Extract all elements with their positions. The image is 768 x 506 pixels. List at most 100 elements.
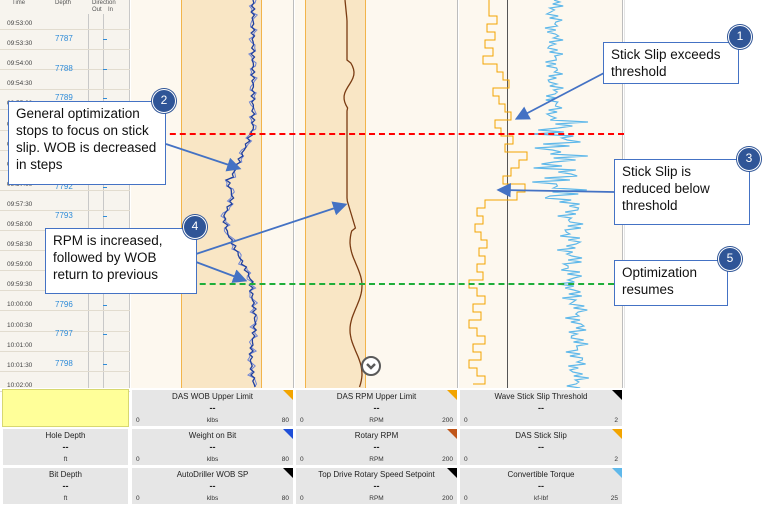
callout-2-badge: 2 <box>152 89 176 113</box>
indicator-corner-icon <box>447 390 457 400</box>
rpm-line <box>343 0 363 388</box>
panel-unit: ft <box>63 495 68 502</box>
panel-max: 80 <box>281 456 289 463</box>
highlight-cell[interactable] <box>2 389 129 427</box>
time-gridline <box>0 69 130 71</box>
panel-max: 200 <box>442 495 453 502</box>
panel-autodriller-wob-sp[interactable]: AutoDriller WOB SP -- 0 klbs 80 <box>131 467 294 505</box>
time-gridline <box>0 89 130 91</box>
panel-value: -- <box>62 481 69 491</box>
depth-label: 7788 <box>55 63 73 73</box>
callout-1-badge: 1 <box>728 25 752 49</box>
callout-3: Stick Slip is reduced below threshold <box>614 159 750 225</box>
direction-tick <box>103 304 107 306</box>
rpm-limit-band <box>305 0 365 388</box>
depth-header: Depth <box>55 0 72 6</box>
depth-label: 7793 <box>55 211 73 220</box>
direction-out-label: Out <box>92 7 102 13</box>
panel-weight-on-bit[interactable]: Weight on Bit -- 0 klbs 80 <box>131 428 294 466</box>
panel-min: 0 <box>300 417 304 424</box>
panel-title: Weight on Bit <box>188 431 237 440</box>
panel-unit: RPM <box>369 456 384 463</box>
time-label: 09:59:30 <box>7 281 33 289</box>
panel-value: -- <box>373 481 380 491</box>
direction-tick <box>103 334 107 335</box>
direction-tick <box>103 186 107 188</box>
depth-label: 7787 <box>55 34 73 43</box>
stick-slip-curve <box>468 0 589 388</box>
time-header: Time <box>12 0 26 6</box>
panel-unit: kf-lbf <box>533 495 549 502</box>
panel-min: 0 <box>464 456 468 463</box>
callout-5: Optimization resumes <box>614 260 728 306</box>
wob-track[interactable] <box>131 0 294 388</box>
panel-value: -- <box>209 442 216 452</box>
panel-title: Wave Stick Slip Threshold <box>494 392 588 401</box>
indicator-corner-icon <box>447 429 457 439</box>
panel-max: 200 <box>442 417 453 424</box>
panel-title: DAS RPM Upper Limit <box>336 392 417 401</box>
direction-tick <box>103 216 107 217</box>
torque-line <box>532 0 589 388</box>
time-label: 09:53:30 <box>7 40 33 48</box>
panel-convertible-torque[interactable]: Convertible Torque -- 0 kf-lbf 25 <box>459 467 623 505</box>
scroll-down-button[interactable] <box>361 356 381 376</box>
time-gridline <box>0 49 130 51</box>
panel-min: 0 <box>136 417 140 424</box>
indicator-corner-icon <box>612 390 622 400</box>
panel-unit: klbs <box>206 417 219 424</box>
rpm-curve <box>343 0 363 388</box>
depth-label: 7797 <box>55 329 73 338</box>
panel-max: 80 <box>281 495 289 502</box>
panel-das-rpm-upper-limit[interactable]: DAS RPM Upper Limit -- 0 RPM 200 <box>295 389 458 427</box>
panel-title: Bit Depth <box>49 470 82 479</box>
panel-title: Convertible Torque <box>507 470 575 479</box>
direction-in-label: In <box>108 7 114 13</box>
time-gridline <box>0 29 130 30</box>
time-label: 09:58:00 <box>7 221 33 228</box>
stick-slip-exceed-line <box>130 133 624 135</box>
time-label: 09:54:30 <box>7 80 33 88</box>
panel-bit-depth[interactable]: Bit Depth -- ft <box>2 467 129 505</box>
time-label: 10:02:00 <box>7 381 33 389</box>
direction-header: Direction <box>92 0 116 6</box>
panel-max: 2 <box>614 456 618 463</box>
callout-5-badge: 5 <box>718 247 742 271</box>
callout-5-text: Optimization resumes <box>622 265 698 297</box>
depth-label: 7792 <box>55 181 73 191</box>
panel-min: 0 <box>136 495 140 502</box>
time-label: 10:01:00 <box>7 341 33 349</box>
stick-slip-line <box>468 0 528 385</box>
panel-min: 0 <box>464 417 468 424</box>
panel-das-wob-upper-limit[interactable]: DAS WOB Upper Limit -- 0 klbs 80 <box>131 389 294 427</box>
rpm-track[interactable] <box>295 0 458 388</box>
callout-4-badge: 4 <box>183 215 207 239</box>
panel-value: -- <box>373 403 380 413</box>
time-label: 09:53:00 <box>7 20 33 27</box>
direction-tick <box>103 39 107 40</box>
panel-das-stick-slip[interactable]: DAS Stick Slip -- 0 2 <box>459 428 623 466</box>
panel-top-drive-rotary-speed-setpoint[interactable]: Top Drive Rotary Speed Setpoint -- 0 RPM… <box>295 467 458 505</box>
time-label: 09:57:30 <box>7 200 33 208</box>
indicator-corner-icon <box>612 468 622 478</box>
callout-2: General optimization stops to focus on s… <box>8 101 166 185</box>
stick-slip-track[interactable] <box>459 0 623 388</box>
panel-min: 0 <box>136 456 140 463</box>
indicator-corner-icon <box>283 390 293 400</box>
panel-min: 0 <box>300 495 304 502</box>
time-gridline <box>0 370 130 372</box>
panel-wave-stick-slip-threshold[interactable]: Wave Stick Slip Threshold -- 0 2 <box>459 389 623 427</box>
wob-line <box>222 0 258 388</box>
callout-3-badge: 3 <box>737 147 761 171</box>
callout-1: Stick Slip exceeds threshold <box>603 42 739 84</box>
panel-hole-depth[interactable]: Hole Depth -- ft <box>2 428 129 466</box>
panel-title: Rotary RPM <box>354 431 399 440</box>
panel-value: -- <box>209 403 216 413</box>
panel-unit: klbs <box>206 495 219 502</box>
indicator-corner-icon <box>283 468 293 478</box>
panel-unit: klbs <box>206 456 219 463</box>
panel-unit: RPM <box>369 417 384 424</box>
direction-tick <box>103 363 107 365</box>
panel-rotary-rpm[interactable]: Rotary RPM -- 0 RPM 200 <box>295 428 458 466</box>
callout-2-text: General optimization stops to focus on s… <box>16 106 157 172</box>
